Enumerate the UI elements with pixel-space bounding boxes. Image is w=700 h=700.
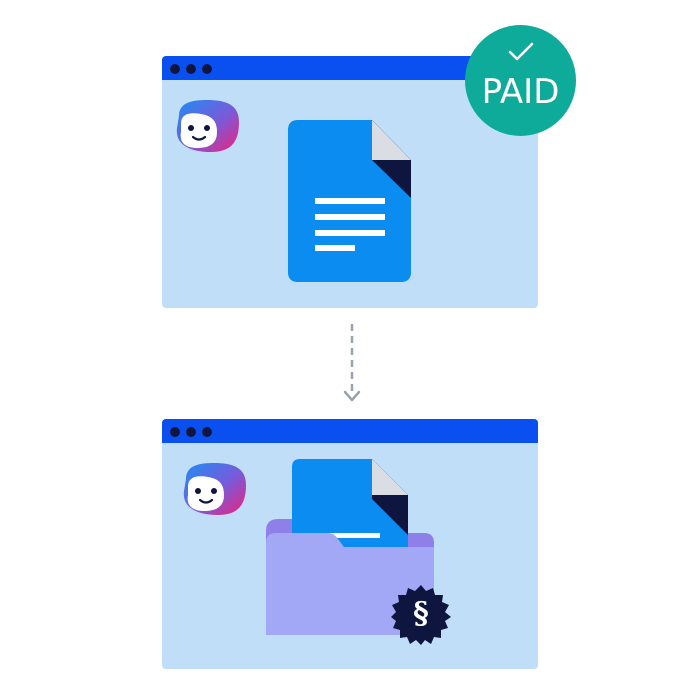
window-dot <box>170 427 180 437</box>
window-dot <box>170 64 180 74</box>
window-dot <box>186 64 196 74</box>
window-dot <box>186 427 196 437</box>
window-dot <box>202 427 212 437</box>
arrow-down-icon <box>343 324 361 402</box>
bottom-window-titlebar <box>162 419 538 443</box>
legal-seal-icon: § <box>390 584 452 646</box>
mascot-icon <box>183 463 246 515</box>
paid-badge: PAID <box>465 25 576 136</box>
folder-icon <box>266 459 434 635</box>
check-icon <box>508 42 534 61</box>
window-dot <box>202 64 212 74</box>
section-symbol: § <box>413 596 429 631</box>
document-icon <box>288 120 411 282</box>
mascot-icon <box>176 100 239 152</box>
paid-label: PAID <box>481 72 560 112</box>
